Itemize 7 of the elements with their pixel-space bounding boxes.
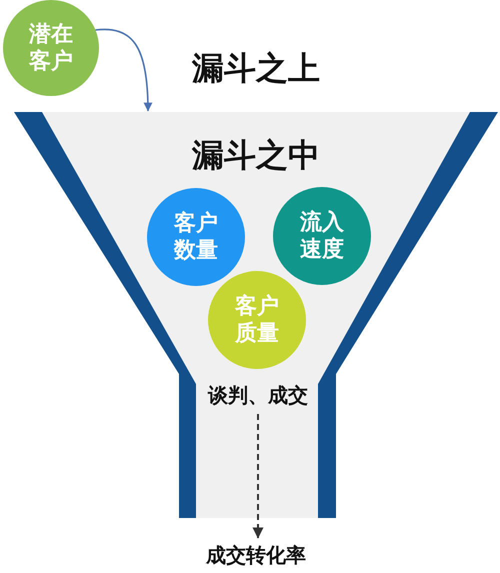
circle-node: 潜在客户	[3, 0, 99, 96]
dashed-arrow	[252, 414, 264, 539]
curved-arrow	[95, 28, 152, 112]
stage-heading: 漏斗之中	[190, 134, 321, 176]
stage-heading: 漏斗之上	[190, 48, 321, 89]
stage-label: 成交转化率	[176, 540, 336, 570]
stage-label: 谈判、成交	[178, 380, 338, 410]
